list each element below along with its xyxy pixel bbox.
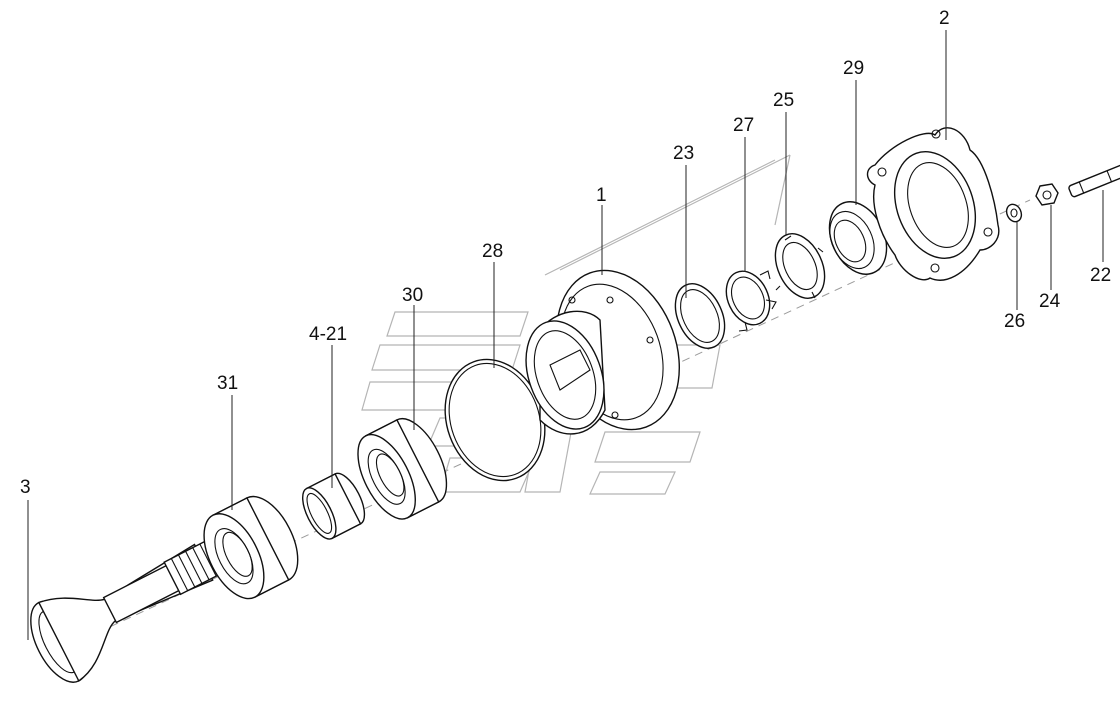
label-part-26: 26: [1004, 311, 1026, 332]
part-24-nut: [1035, 183, 1059, 206]
label-part-22: 22: [1090, 265, 1112, 286]
part-30-bearing: [357, 418, 448, 520]
part-2-flange-cover: [866, 127, 1000, 281]
label-part-3: 3: [20, 477, 31, 498]
label-part-2: 2: [939, 8, 950, 29]
part-1-hub: [525, 269, 680, 435]
part-26-washer: [1005, 203, 1023, 223]
part-29-seal: [828, 201, 888, 275]
label-part-4-21: 4-21: [309, 324, 348, 345]
label-part-30: 30: [402, 285, 424, 306]
part-22-stud: [1068, 163, 1120, 198]
label-part-29: 29: [843, 58, 865, 79]
label-part-23: 23: [673, 143, 695, 164]
part-4-21-sleeve: [301, 472, 366, 540]
label-part-25: 25: [773, 90, 795, 111]
part-3-shaft: [30, 536, 233, 683]
part-31-bearing: [203, 495, 299, 600]
label-part-24: 24: [1039, 291, 1061, 312]
label-part-28: 28: [482, 241, 504, 262]
part-27-lock-washer: [725, 270, 777, 332]
label-part-31: 31: [217, 373, 239, 394]
part-25-nut: [774, 233, 826, 299]
label-part-1: 1: [596, 185, 607, 206]
label-part-27: 27: [733, 115, 755, 136]
leader-lines: [27, 30, 1104, 640]
